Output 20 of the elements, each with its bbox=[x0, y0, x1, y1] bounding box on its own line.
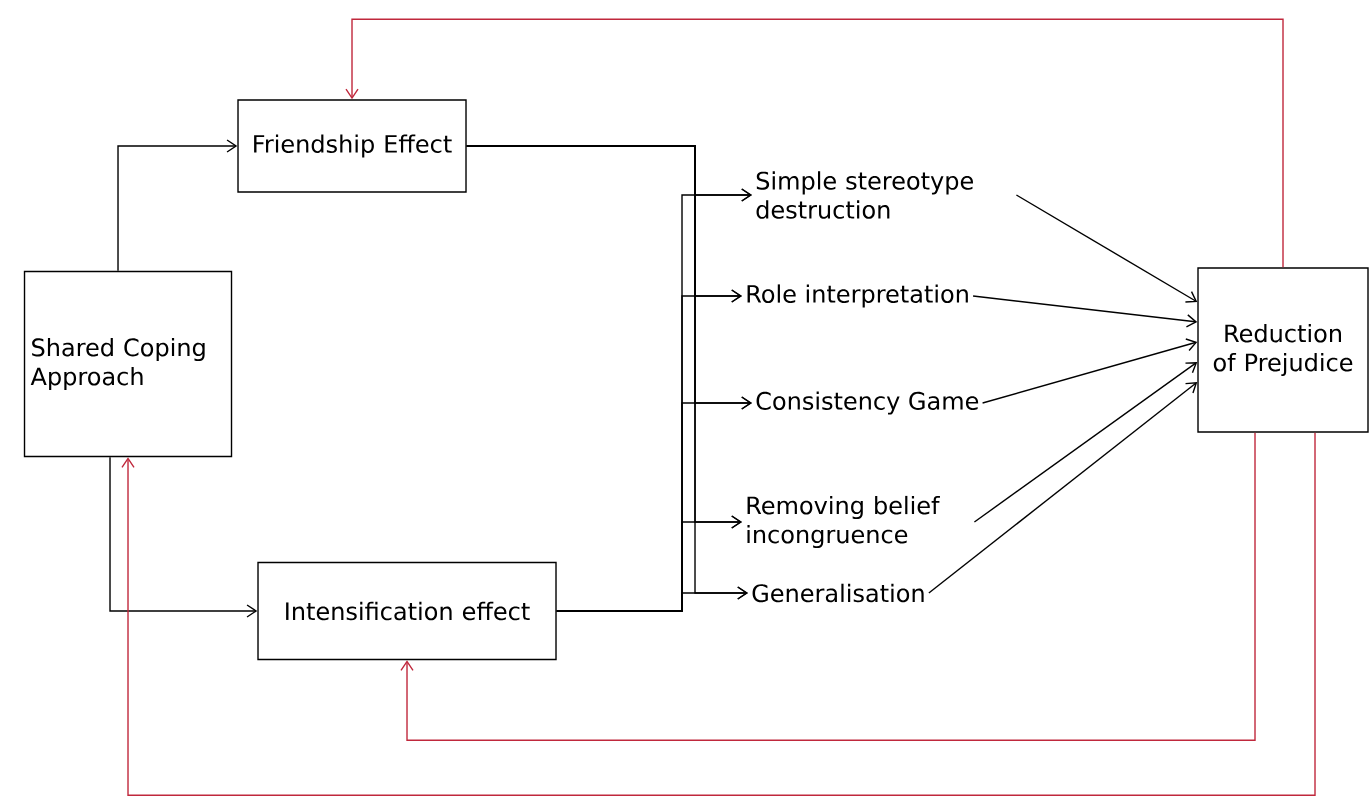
outcome-text: Simple stereotype destruction bbox=[756, 171, 973, 219]
arrow bbox=[556, 586, 748, 612]
outcome-text: Consistency Game bbox=[756, 391, 979, 415]
arrow bbox=[928, 382, 1198, 594]
arrow bbox=[981, 338, 1198, 404]
arrow bbox=[1015, 194, 1198, 303]
process-box: Intensification effect bbox=[257, 561, 557, 661]
arrow bbox=[345, 18, 1284, 268]
arrow bbox=[121, 432, 1316, 796]
arrow bbox=[400, 432, 1256, 741]
outcome-text: Removing belief incongruence bbox=[747, 495, 940, 549]
arrow bbox=[973, 362, 1198, 523]
process-box: Shared Coping Approach bbox=[23, 270, 233, 458]
arrow bbox=[117, 139, 238, 272]
process-box: Reduction of Prejudice bbox=[1197, 267, 1369, 433]
process-box: Friendship Effect bbox=[237, 99, 467, 193]
outcome-text: Role interpretation bbox=[747, 284, 968, 308]
arrow bbox=[972, 295, 1198, 328]
outcome-text: Generalisation bbox=[752, 583, 924, 603]
arrow bbox=[109, 456, 258, 618]
